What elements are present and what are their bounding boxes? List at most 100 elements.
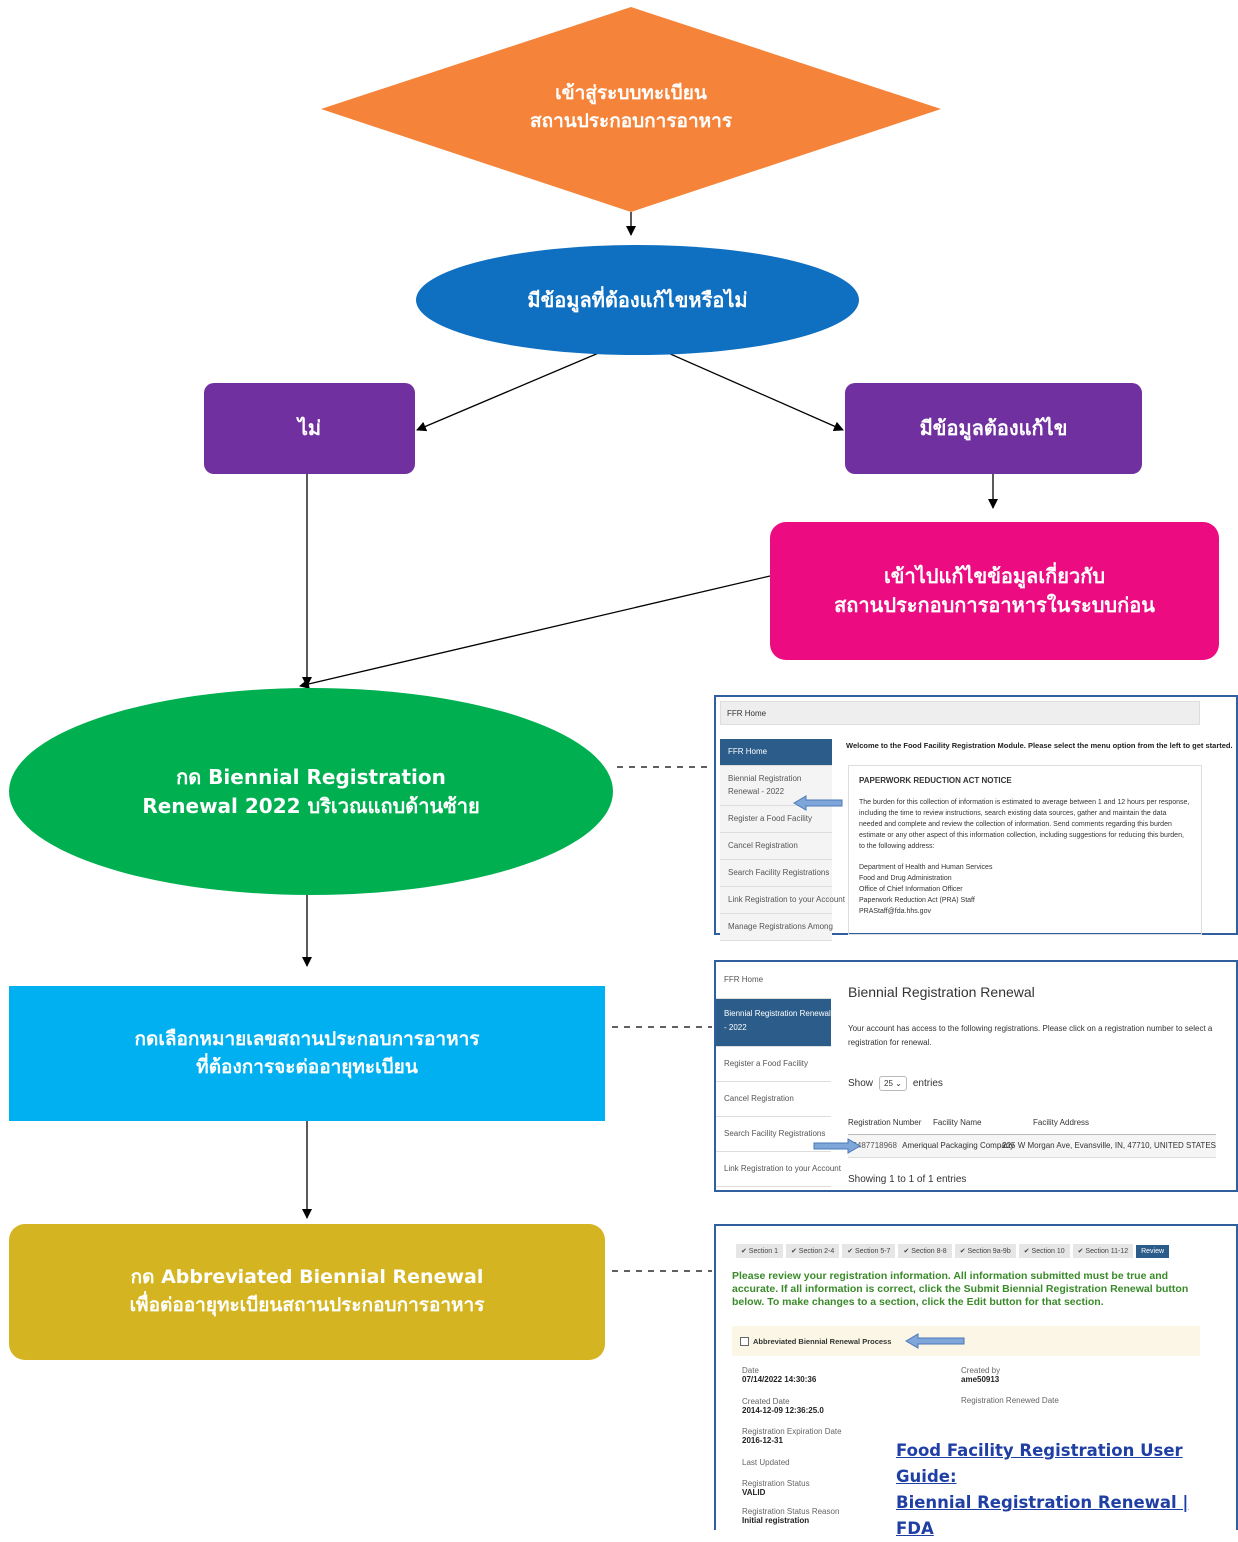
entries-select-value: 25 xyxy=(884,1079,893,1088)
tab-section-8-8[interactable]: ✔ Section 8-8 xyxy=(898,1244,952,1258)
field-label: Created Date xyxy=(742,1397,790,1406)
menu-ffr-home[interactable]: FFR Home xyxy=(716,962,831,999)
field-value: 2014-12-09 12:36:25.0 xyxy=(742,1406,824,1415)
question-label: มีข้อมูลที่ต้องแก้ไขหรือไม่ xyxy=(527,287,748,312)
tab-section-1[interactable]: ✔ Section 1 xyxy=(736,1244,783,1258)
paperwork-notice-box: PAPERWORK REDUCTION ACT NOTICE The burde… xyxy=(848,765,1202,935)
notice-address-1: Department of Health and Human Services xyxy=(859,864,993,871)
menu-link-registration[interactable]: Link Registration to your Account xyxy=(716,1152,841,1187)
field-value: Initial registration xyxy=(742,1516,810,1525)
entries-label: entries xyxy=(912,1078,943,1089)
step2-line-1: กดเลือกหมายเลขสถานประกอบการอาหาร xyxy=(134,1027,480,1050)
step2-line-2: ที่ต้องการจะต่ออายุทะเบียน xyxy=(196,1055,418,1078)
entries-select[interactable]: 25 ⌄ xyxy=(879,1076,907,1091)
user-guide-link-line-1: Food Facility Registration User Guide: xyxy=(896,1441,1183,1486)
field-label: Last Updated xyxy=(742,1458,790,1467)
notice-address-2: Food and Drug Administration xyxy=(859,875,952,882)
notice-title: PAPERWORK REDUCTION ACT NOTICE xyxy=(859,776,1012,785)
notice-address-3: Office of Chief Information Officer xyxy=(859,886,963,893)
field-label: Date xyxy=(742,1366,759,1375)
user-guide-link[interactable]: Food Facility Registration User Guide: B… xyxy=(896,1438,1226,1542)
menu-ffr-home[interactable]: FFR Home xyxy=(720,739,832,766)
screenshot-ffr-home: FFR Home FFR Home Biennial Registration … xyxy=(714,695,1238,941)
field-last-updated: Last Updated xyxy=(742,1458,932,1479)
col-facility-address[interactable]: Facility Address xyxy=(1033,1118,1090,1127)
menu-cancel-registration[interactable]: Cancel Registration xyxy=(716,1082,831,1117)
menu-biennial-renewal-label: Biennial Registration Renewal - 2022 xyxy=(724,1009,831,1032)
tab-review[interactable]: Review xyxy=(1136,1245,1170,1258)
screenshot-biennial-renewal: FFR Home Biennial Registration Renewal -… xyxy=(714,960,1238,1192)
menu-search-registrations[interactable]: Search Facility Registrations xyxy=(720,860,832,887)
field-label: Registration Status xyxy=(742,1479,810,1488)
start-node: เข้าสู่ระบบทะเบียน สถานประกอบการอาหาร xyxy=(421,60,841,156)
notice-body: The burden for this collection of inform… xyxy=(859,799,1190,850)
col-registration-number[interactable]: Registration Number xyxy=(848,1118,922,1127)
field-label: Created by xyxy=(961,1366,1001,1375)
notice-address-5[interactable]: PRAStaff@fda.hhs.gov xyxy=(859,908,931,915)
field-value: 07/14/2022 14:30:36 xyxy=(742,1375,817,1384)
tab-section-11-12[interactable]: ✔ Section 11-12 xyxy=(1072,1244,1134,1258)
field-label: Registration Status Reason xyxy=(742,1507,840,1516)
show-label: Show xyxy=(848,1078,874,1089)
menu-search-registrations[interactable]: Search Facility Registrations xyxy=(716,1117,831,1152)
field-value: VALID xyxy=(742,1488,766,1497)
col-facility-name[interactable]: Facility Name xyxy=(933,1118,982,1127)
edit-line-1: เข้าไปแก้ไขข้อมูลเกี่ยวกับ xyxy=(883,564,1106,588)
welcome-text: Welcome to the Food Facility Registratio… xyxy=(846,741,1233,750)
start-diamond-shape xyxy=(321,7,941,212)
step3-node: กด Abbreviated Biennial Renewal เพื่อต่อ… xyxy=(9,1224,605,1360)
abbreviated-renewal-label: Abbreviated Biennial Renewal Process xyxy=(753,1336,892,1346)
menu-biennial-renewal-label: Biennial Registration Renewal - 2022 xyxy=(728,774,802,796)
pointer-arrow-icon xyxy=(793,795,843,811)
user-guide-link-line-2: Biennial Registration Renewal | FDA xyxy=(896,1493,1189,1538)
menu-register-facility[interactable]: Register a Food Facility xyxy=(716,1047,831,1082)
field-value: 2016-12-31 xyxy=(742,1436,783,1445)
menu-biennial-renewal[interactable]: Biennial Registration Renewal - 2022 xyxy=(720,766,832,806)
start-line-2: สถานประกอบการอาหาร xyxy=(529,110,733,132)
facility-address-cell: 225 W Morgan Ave, Evansville, IN, 47710,… xyxy=(1002,1141,1216,1150)
menu-cancel-registration[interactable]: Cancel Registration xyxy=(720,833,832,860)
step1-line-2: Renewal 2022 บริเวณแถบด้านซ้าย xyxy=(142,793,480,818)
yes-node: มีข้อมูลต้องแก้ไข xyxy=(845,383,1142,474)
table-row: 15487718968 Ameriqual Packaging Company … xyxy=(848,1135,1216,1158)
tab-section-2-4[interactable]: ✔ Section 2-4 xyxy=(786,1244,840,1258)
abbreviated-renewal-box: Abbreviated Biennial Renewal Process xyxy=(732,1326,1200,1356)
entries-control: Show 25 ⌄ entries xyxy=(848,1076,943,1091)
start-line-1: เข้าสู่ระบบทะเบียน xyxy=(555,82,707,105)
chevron-down-icon: ⌄ xyxy=(895,1079,902,1088)
tab-section-5-7[interactable]: ✔ Section 5-7 xyxy=(842,1244,896,1258)
menu-manage-registrations[interactable]: Manage Registrations Among xyxy=(720,914,833,941)
table-header-row: Registration Number Facility Name Facili… xyxy=(848,1112,1216,1135)
notice-address-4: Paperwork Reduction Act (PRA) Staff xyxy=(859,897,975,904)
breadcrumb-label: FFR Home xyxy=(727,709,767,718)
no-label: ไม่ xyxy=(297,416,322,440)
review-message: Please review your registration informat… xyxy=(732,1270,1189,1308)
menu-biennial-renewal[interactable]: Biennial Registration Renewal - 2022 xyxy=(716,999,831,1047)
field-label: Registration Expiration Date xyxy=(742,1427,842,1436)
pointer-arrow-icon xyxy=(905,1333,965,1349)
step2-node: กดเลือกหมายเลขสถานประกอบการอาหาร ที่ต้อง… xyxy=(9,986,605,1121)
menu-link-registration[interactable]: Link Registration to your Account xyxy=(720,887,845,914)
tab-section-10[interactable]: ✔ Section 10 xyxy=(1018,1244,1070,1258)
table-footer: Showing 1 to 1 of 1 entries xyxy=(848,1174,967,1185)
question-node: มีข้อมูลที่ต้องแก้ไขหรือไม่ xyxy=(416,245,859,355)
registration-number-link[interactable]: 15487718968 xyxy=(848,1141,897,1150)
edit-line-2: สถานประกอบการอาหารในระบบก่อน xyxy=(834,593,1155,617)
tab-section-9a-9b[interactable]: ✔ Section 9a-9b xyxy=(954,1244,1016,1258)
field-label: Registration Renewed Date xyxy=(961,1396,1059,1405)
renewal-side-menu: FFR Home Biennial Registration Renewal -… xyxy=(716,962,841,1187)
menu-register-facility[interactable]: Register a Food Facility xyxy=(720,806,832,833)
step1-line-1: กด Biennial Registration xyxy=(176,764,446,789)
renewal-title: Biennial Registration Renewal xyxy=(848,984,1035,1000)
step3-line-2: เพื่อต่ออายุทะเบียนสถานประกอบการอาหาร xyxy=(129,1294,485,1316)
abbreviated-renewal-checkbox[interactable] xyxy=(740,1336,749,1346)
no-node: ไม่ xyxy=(204,383,415,474)
ffr-home-breadcrumb: FFR Home xyxy=(720,701,1200,725)
